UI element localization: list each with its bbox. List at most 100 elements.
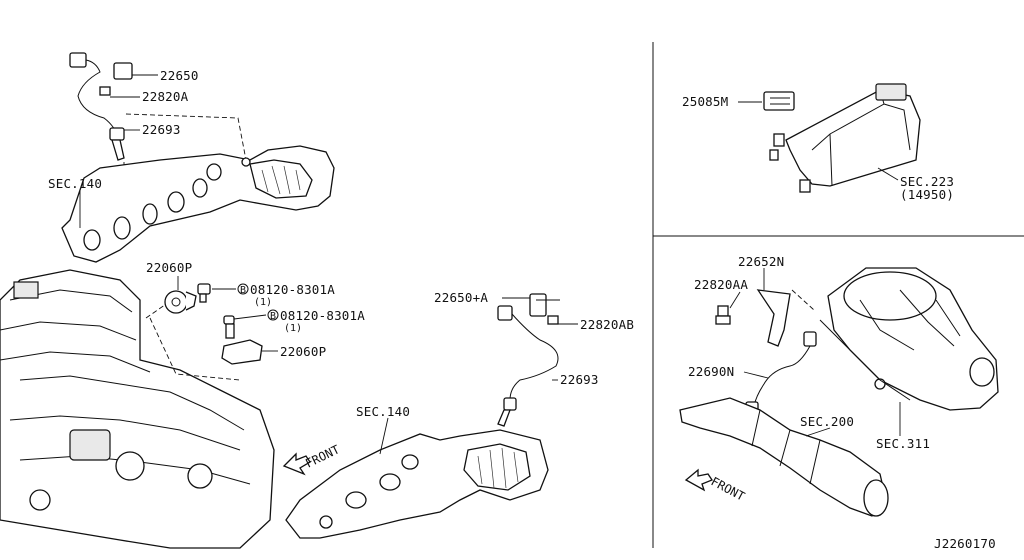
manifold-lower-port-3: [379, 473, 401, 491]
label-bolt1-qty: (1): [254, 297, 272, 308]
transmission-assembly: [819, 267, 999, 411]
o2-sensor-middle-assembly: [497, 293, 560, 427]
label-22820AB: 22820AB: [580, 317, 634, 332]
sensor-harness-middle: [509, 313, 559, 401]
canister-body: [785, 89, 921, 187]
manifold-port-1: [83, 229, 101, 251]
label-22693-top: 22693: [142, 122, 181, 137]
engine-cap: [13, 281, 39, 299]
manifold-lower-port-2: [345, 491, 367, 509]
canister-fitting-2: [769, 149, 779, 161]
label-25085M: 25085M: [682, 94, 728, 109]
label-bolt2-code: 08120-8301A: [280, 308, 365, 323]
bolt-lower: [223, 315, 235, 339]
engine-boss-2: [29, 489, 51, 511]
sensor-boss-upper: [241, 157, 251, 167]
transmission-lower-edge: [819, 319, 911, 401]
front-arrow-left: [282, 452, 311, 476]
bolt-lower-head: [223, 315, 235, 325]
clip-22820A: [99, 86, 111, 96]
knock-sensor-22060P-top: [164, 290, 188, 314]
exhaust-manifold-lower: [285, 429, 549, 539]
label-sec200: SEC.200: [800, 414, 854, 429]
leader-22690N: [743, 371, 769, 379]
bolt-upper-head: [197, 283, 211, 295]
leader-bolt2: [233, 314, 267, 320]
engine-pulley: [115, 451, 145, 481]
label-front-right: FRONT: [709, 474, 747, 503]
label-22820AA: 22820AA: [694, 277, 748, 292]
transmission-bell: [843, 271, 937, 321]
dashed-ref-lower-right: [791, 289, 815, 311]
o2-sensor-tip-middle: [497, 409, 511, 427]
bolt2-marker: [267, 309, 279, 321]
knock-sensor-upper: [164, 290, 197, 314]
vent-control-valve-25085M: [763, 91, 795, 111]
vent-valve-ribs: [770, 97, 790, 105]
transmission-ribs: [859, 289, 961, 351]
manifold-port-3: [142, 203, 158, 225]
label-22650A: 22650+A: [434, 290, 488, 305]
sensor-connector-22690N: [803, 331, 817, 347]
leader-sec140-right: [379, 417, 389, 455]
label-front-left: FRONT: [303, 442, 342, 470]
label-sec140-left: SEC.140: [48, 176, 102, 191]
label-22693-mid: 22693: [560, 372, 599, 387]
o2-sensor-body-middle: [503, 397, 517, 411]
engine-boss-1: [187, 463, 213, 489]
label-bolt2-qty: (1): [284, 323, 302, 334]
manifold-lower-port-1: [319, 515, 333, 529]
front-arrow-right: [684, 468, 713, 492]
engine-block: [0, 269, 275, 549]
o2-sensor-body: [109, 127, 125, 141]
sensor-bracket-22652N: [756, 289, 791, 347]
clip-22820AB: [547, 315, 559, 325]
o2-sensor-lower-right-assembly: [715, 289, 817, 415]
label-22820A: 22820A: [142, 89, 189, 104]
label-sec311: SEC.311: [876, 436, 930, 451]
label-sec223-sub: (14950): [900, 187, 954, 202]
knock-sensor-22060P-bottom: [221, 339, 263, 365]
exhaust-pipe-catalyst: [679, 397, 889, 517]
label-22652N: 22652N: [738, 254, 784, 269]
catalyst-upper-hatch: [261, 165, 301, 195]
manifold-port-5: [192, 178, 208, 198]
front-arrow-right-shape: [684, 468, 713, 492]
sensor-harness: [77, 59, 117, 133]
engine-pulley-housing: [69, 429, 111, 461]
canister-cap: [875, 83, 907, 101]
bolt-lower-shank: [225, 323, 235, 339]
knock-sensor-lower: [221, 339, 263, 365]
leader-sec223: [877, 167, 899, 181]
manifold-lower-port-4: [401, 454, 419, 470]
label-22060P-top: 22060P: [146, 260, 192, 275]
exhaust-pipe-outlet: [863, 479, 889, 517]
sensor-bracket-middle: [529, 293, 547, 317]
evap-canister-assembly: [763, 83, 921, 193]
diagram-id: J2260170: [934, 536, 996, 551]
exhaust-manifold-upper: [61, 145, 335, 263]
label-22690N: 22690N: [688, 364, 734, 379]
label-22060P-bottom: 22060P: [280, 344, 326, 359]
knock-sensor-top-hole: [171, 297, 181, 307]
manifold-port-2: [113, 216, 131, 240]
bolt-upper-shank: [199, 293, 207, 303]
transmission-output: [969, 357, 995, 387]
sensor-connector-22650A: [497, 305, 513, 321]
leader-sec200: [805, 427, 831, 437]
label-sec223: SEC.223: [900, 174, 954, 189]
manifold-port-4: [167, 191, 185, 213]
exhaust-pipe-bands: [751, 409, 821, 485]
canister-fitting-3: [799, 179, 811, 193]
sensor-bracket: [113, 62, 133, 80]
label-bolt1-circle: B: [240, 285, 246, 296]
label-bolt1-code: 08120-8301A: [250, 282, 335, 297]
catalyst-lower-hatch: [477, 447, 519, 489]
sensor-connector-22650: [69, 52, 87, 68]
bolt-upper: [197, 283, 211, 303]
leader-22820AA: [729, 291, 741, 309]
label-bolt2-circle: B: [270, 311, 276, 322]
o2-sensor-tip: [111, 139, 125, 161]
